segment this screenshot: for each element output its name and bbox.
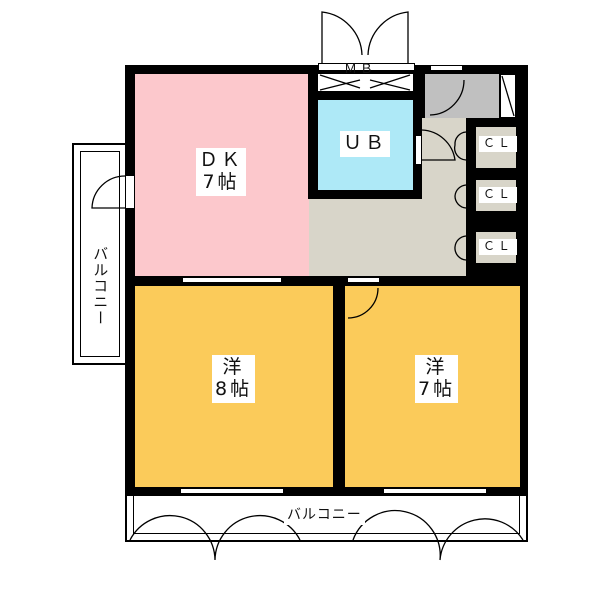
balcony-bottom-label: バルコニー bbox=[284, 505, 365, 526]
door-opening bbox=[347, 277, 380, 283]
window bbox=[318, 63, 415, 71]
mb-label: ＭＢ bbox=[344, 62, 377, 77]
window bbox=[430, 65, 463, 71]
balcony-left-label: バルコニー bbox=[90, 244, 110, 328]
balcony-bottom bbox=[125, 492, 528, 542]
cl-label: ＣＬ bbox=[479, 187, 518, 203]
door-opening bbox=[415, 135, 422, 165]
window bbox=[182, 277, 282, 283]
ub-label: ＵＢ bbox=[340, 131, 391, 157]
door-opening bbox=[125, 175, 135, 209]
window bbox=[180, 488, 284, 494]
window bbox=[383, 488, 487, 494]
cl-label: ＣＬ bbox=[479, 136, 518, 152]
entrance bbox=[425, 74, 499, 118]
cl-label: ＣＬ bbox=[479, 239, 518, 255]
mb-area bbox=[318, 74, 413, 91]
